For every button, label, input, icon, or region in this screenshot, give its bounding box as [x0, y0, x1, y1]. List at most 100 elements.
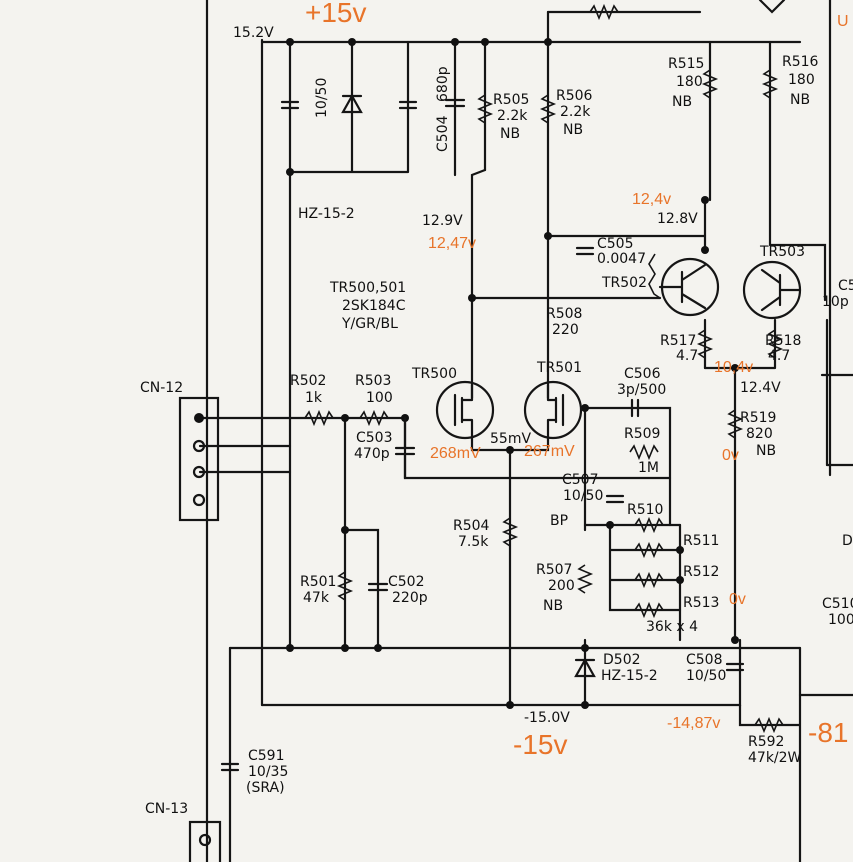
r509-value: 1M — [638, 460, 659, 476]
r506-value: 2.2k — [560, 104, 591, 120]
r507-tag: NB — [543, 598, 563, 614]
r513-symbol — [634, 601, 664, 619]
c502-symbol — [367, 582, 389, 592]
r504-value: 7.5k — [458, 534, 489, 550]
r505-value: 2.2k — [497, 108, 528, 124]
r506-ref: R506 — [556, 88, 593, 104]
plus-rail-voltage: 15.2V — [233, 25, 274, 41]
top-right-partial-mark — [758, 0, 786, 14]
cn13-connector — [188, 820, 222, 862]
partial-c-right: C5 — [838, 278, 853, 294]
printed-drain-mv: 55mV — [490, 431, 531, 447]
c591-note: (SRA) — [246, 780, 285, 796]
r501-ref: R501 — [300, 574, 336, 590]
printed-v-12-4: 12.4V — [740, 380, 781, 396]
c507-value: 10/50 — [563, 488, 603, 504]
tr503-ref: TR503 — [759, 244, 805, 260]
c507-symbol — [605, 494, 625, 504]
c591-value: 10/35 — [248, 764, 288, 780]
r505-ref: R505 — [493, 92, 529, 108]
r510-ref: R510 — [627, 502, 663, 518]
tr500-symbol — [435, 380, 495, 442]
r510-symbol — [634, 516, 664, 534]
r511-ref: R511 — [683, 533, 719, 549]
annotation-minus15: -15v — [513, 729, 567, 760]
r507-symbol — [576, 564, 594, 594]
c504-ref: C504 — [435, 115, 451, 152]
annotation-plus15: +15v — [305, 0, 367, 28]
r519-tag: NB — [756, 443, 776, 459]
d502-part: HZ-15-2 — [601, 668, 658, 684]
minus-rail-voltage: -15.0V — [524, 710, 570, 726]
tr501-ref: TR501 — [536, 360, 582, 376]
r503-ref: R503 — [355, 373, 391, 389]
tr500-ref: TR500 — [411, 366, 457, 382]
r516-tag: NB — [790, 92, 810, 108]
r515-value: 180 — [676, 74, 703, 90]
c506-value: 3p/500 — [617, 382, 666, 398]
r511-symbol — [634, 541, 664, 559]
tr500-501-ref: TR500,501 — [329, 280, 406, 296]
c508-value: 10/50 — [686, 668, 726, 684]
d502-symbol — [574, 657, 596, 678]
junction-dots — [286, 38, 739, 709]
r503-symbol — [359, 409, 389, 427]
zener-top-symbol — [341, 93, 363, 114]
tr503-symbol — [742, 260, 802, 320]
cn12-label: CN-12 — [140, 380, 183, 396]
r517-symbol — [696, 329, 714, 359]
r510-513-value: 36k x 4 — [646, 619, 698, 635]
c506-symbol — [630, 398, 640, 418]
r508-ref: R508 — [546, 306, 582, 322]
annotation-minus8-partial: -81 — [808, 717, 848, 748]
tr502-ref: TR502 — [601, 275, 647, 291]
partial-d-right: D — [842, 533, 853, 549]
annotation-0v-a: 0v — [722, 447, 739, 464]
c505-ref: C505 — [597, 236, 634, 252]
r509-symbol — [629, 443, 659, 461]
r515-ref: R515 — [668, 56, 704, 72]
r505-tag: NB — [500, 126, 520, 142]
zener-top-part: HZ-15-2 — [298, 206, 355, 222]
r503-value: 100 — [366, 390, 393, 406]
r506-symbol — [539, 94, 557, 124]
r502-symbol — [304, 409, 334, 427]
c504-symbol — [444, 98, 466, 108]
r519-ref: R519 — [740, 410, 776, 426]
r518-symbol — [766, 329, 784, 359]
annotation-10-4: 10,4v — [714, 359, 753, 376]
c508-ref: C508 — [686, 652, 723, 668]
c503-ref: C503 — [356, 430, 393, 446]
r506-tag: NB — [563, 122, 583, 138]
r507-value: 200 — [548, 578, 575, 594]
r517-value: 4.7 — [676, 348, 698, 364]
r517-ref: R517 — [660, 333, 696, 349]
c502-ref: C502 — [388, 574, 425, 590]
r501-symbol — [336, 571, 354, 601]
printed-v-12-8: 12.8V — [657, 211, 698, 227]
top-resistor-symbol — [589, 3, 619, 21]
r592-symbol — [754, 716, 784, 734]
c507-tag: BP — [550, 513, 568, 529]
annotation-268mv: 268mV — [430, 445, 481, 462]
r502-value: 1k — [305, 390, 323, 406]
r516-ref: R516 — [782, 54, 819, 70]
zener-caps-symbol — [280, 100, 418, 110]
r516-value: 180 — [788, 72, 815, 88]
partial-c510-value: 100 — [828, 612, 853, 628]
tr500-501-part: 2SK184C — [342, 298, 406, 314]
r501-value: 47k — [303, 590, 330, 606]
c503-value: 470p — [354, 446, 390, 462]
minus-rail — [260, 638, 742, 707]
r505-symbol — [476, 94, 494, 124]
tr501-symbol — [523, 380, 583, 442]
annotation-12-47: 12,47v — [428, 235, 476, 252]
c505-symbol — [575, 246, 595, 256]
r515-symbol — [701, 69, 719, 99]
r519-symbol — [726, 409, 744, 439]
zener-block — [288, 40, 410, 174]
c502-value: 220p — [392, 590, 428, 606]
r502-ref: R502 — [290, 373, 326, 389]
